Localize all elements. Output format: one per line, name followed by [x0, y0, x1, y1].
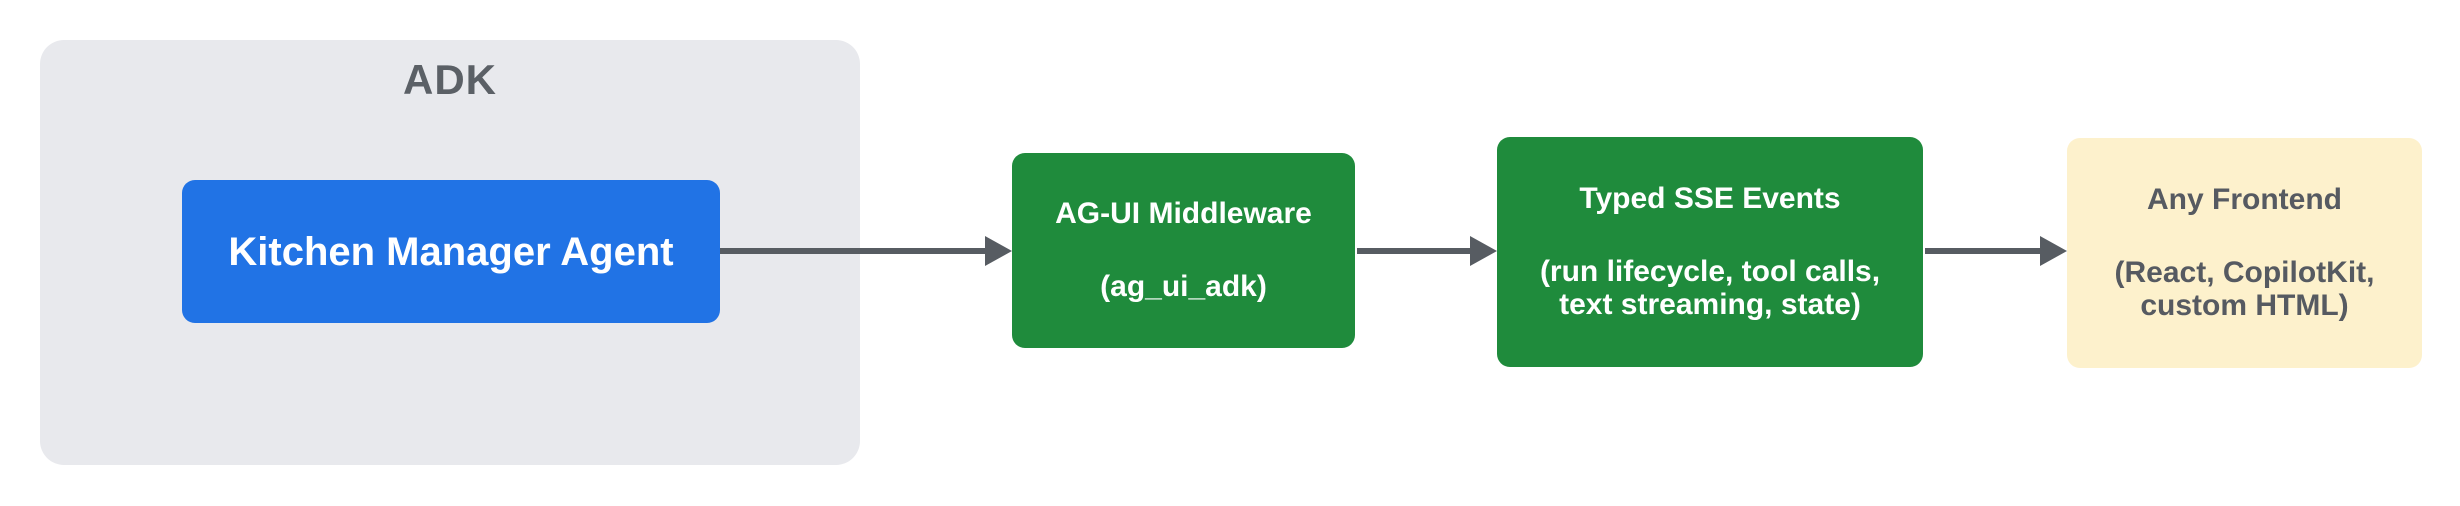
node-subtitle-line: text streaming, state) — [1559, 288, 1861, 321]
node-subtitle-line: custom HTML) — [2140, 289, 2349, 322]
node-title: Kitchen Manager Agent — [228, 229, 674, 274]
node-any-frontend: Any Frontend (React, CopilotKit, custom … — [2067, 138, 2422, 368]
arrow-line — [720, 248, 986, 254]
arrow-line — [1925, 248, 2041, 254]
arrow-line — [1357, 248, 1471, 254]
node-title: Typed SSE Events — [1579, 182, 1841, 215]
arrow-head-icon — [985, 236, 1012, 266]
node-subtitle-line: (ag_ui_adk) — [1100, 270, 1267, 303]
node-subtitle-line: (React, CopilotKit, — [2114, 256, 2375, 289]
node-title: Any Frontend — [2147, 183, 2342, 216]
node-title: AG-UI Middleware — [1055, 197, 1312, 230]
arrow-head-icon — [1470, 236, 1497, 266]
node-ag-ui-middleware: AG-UI Middleware (ag_ui_adk) — [1012, 153, 1355, 348]
adk-subgraph-title: ADK — [403, 56, 497, 103]
node-kitchen-manager-agent: Kitchen Manager Agent — [182, 180, 720, 323]
node-typed-sse-events: Typed SSE Events (run lifecycle, tool ca… — [1497, 137, 1923, 367]
arrow-head-icon — [2040, 236, 2067, 266]
node-subtitle-line: (run lifecycle, tool calls, — [1539, 255, 1881, 288]
